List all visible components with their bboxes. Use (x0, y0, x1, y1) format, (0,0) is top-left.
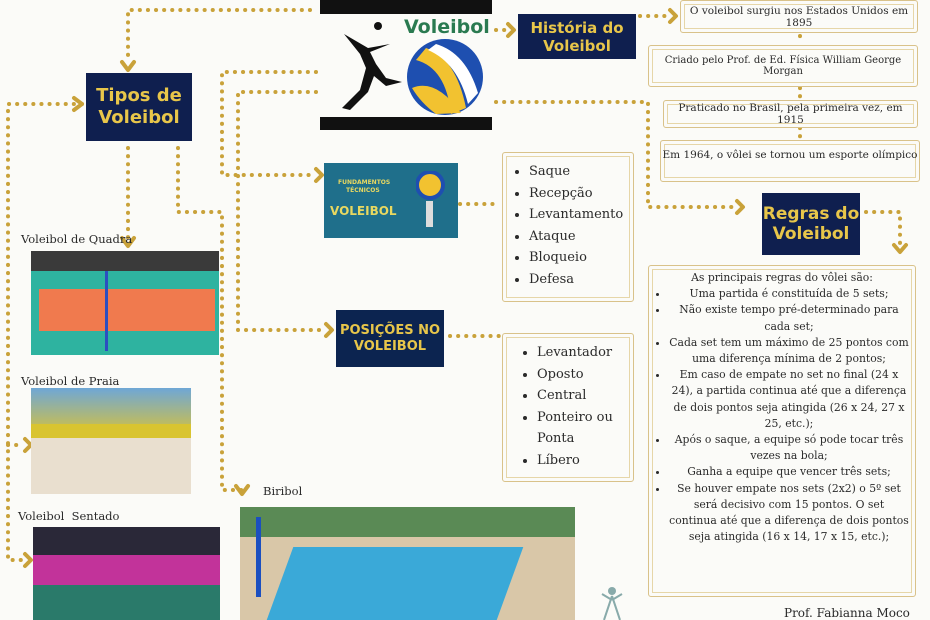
rule-item: Ganha a equipe que vencer três sets; (669, 464, 909, 480)
logo-title: Voleibol (404, 16, 490, 38)
history-item: O voleibol surgiu nos Estados Unidos em … (680, 0, 918, 33)
label-voleibol-sentado: Voleibol Sentado (18, 509, 120, 523)
rule-item: Não existe tempo pré-determinado para ca… (669, 302, 909, 334)
node-regras-do-voleibol[interactable]: Regras do Voleibol (762, 193, 860, 255)
photo-voleibol-sentado (33, 527, 220, 620)
label-voleibol-de-praia: Voleibol de Praia (21, 374, 120, 388)
photo-voleibol-de-quadra (31, 251, 219, 355)
node-tipos-de-voleibol[interactable]: Tipos de Voleibol (86, 73, 192, 141)
fundamentos-list: Saque Recepção Levantamento Ataque Bloqu… (502, 152, 634, 302)
rule-item: Em caso de empate no set no final (24 x … (669, 367, 909, 432)
node-historia-do-voleibol[interactable]: História do Voleibol (518, 14, 636, 59)
list-item: Levantador (537, 342, 627, 364)
node-fundamentos-tecnicos[interactable]: FUNDAMENTOS TÉCNICOS VOLEIBOL (324, 163, 458, 238)
posicoes-list: Levantador Oposto Central Ponteiro ou Po… (502, 333, 634, 482)
player-silhouette-icon (342, 22, 402, 110)
list-item: Levantamento (529, 204, 633, 226)
rule-item: Se houver empate nos sets (2x2) o 5º set… (669, 481, 909, 546)
list-item: Bloqueio (529, 247, 633, 269)
list-item: Saque (529, 161, 633, 183)
rule-item: Uma partida é constituída de 5 sets; (669, 286, 909, 302)
node-posicoes-no-voleibol[interactable]: POSIÇÕES NO VOLEIBOL (336, 310, 444, 367)
rule-item: Cada set tem um máximo de 25 pontos com … (669, 335, 909, 367)
list-item: Ponteiro ou Ponta (537, 407, 627, 450)
label-biribol: Biribol (263, 484, 303, 498)
regras-box: As principais regras do vôlei são: Uma p… (648, 265, 916, 597)
player-icon (601, 587, 623, 620)
volleyball-icon (407, 39, 483, 115)
list-item: Ataque (529, 226, 633, 248)
list-item: Central (537, 385, 627, 407)
list-item: Oposto (537, 364, 627, 386)
label-voleibol-de-quadra: Voleibol de Quadra (21, 232, 133, 246)
history-item: Criado pelo Prof. de Ed. Física William … (648, 45, 918, 87)
list-item: Recepção (529, 183, 633, 205)
author: Prof. Fabianna Moco (784, 606, 910, 620)
rule-item: Após o saque, a equipe só pode tocar trê… (669, 432, 909, 464)
history-item: Em 1964, o vôlei se tornou um esporte ol… (660, 140, 920, 182)
list-item: Defesa (529, 269, 633, 291)
volleyball-icon (416, 171, 445, 227)
photo-biribol (240, 507, 575, 620)
photo-voleibol-de-praia (31, 388, 191, 494)
list-item: Líbero (537, 450, 627, 472)
regras-intro: As principais regras do vôlei são: (691, 271, 873, 284)
logo: Voleibol (320, 0, 492, 130)
history-item: Praticado no Brasil, pela primeira vez, … (663, 100, 918, 128)
